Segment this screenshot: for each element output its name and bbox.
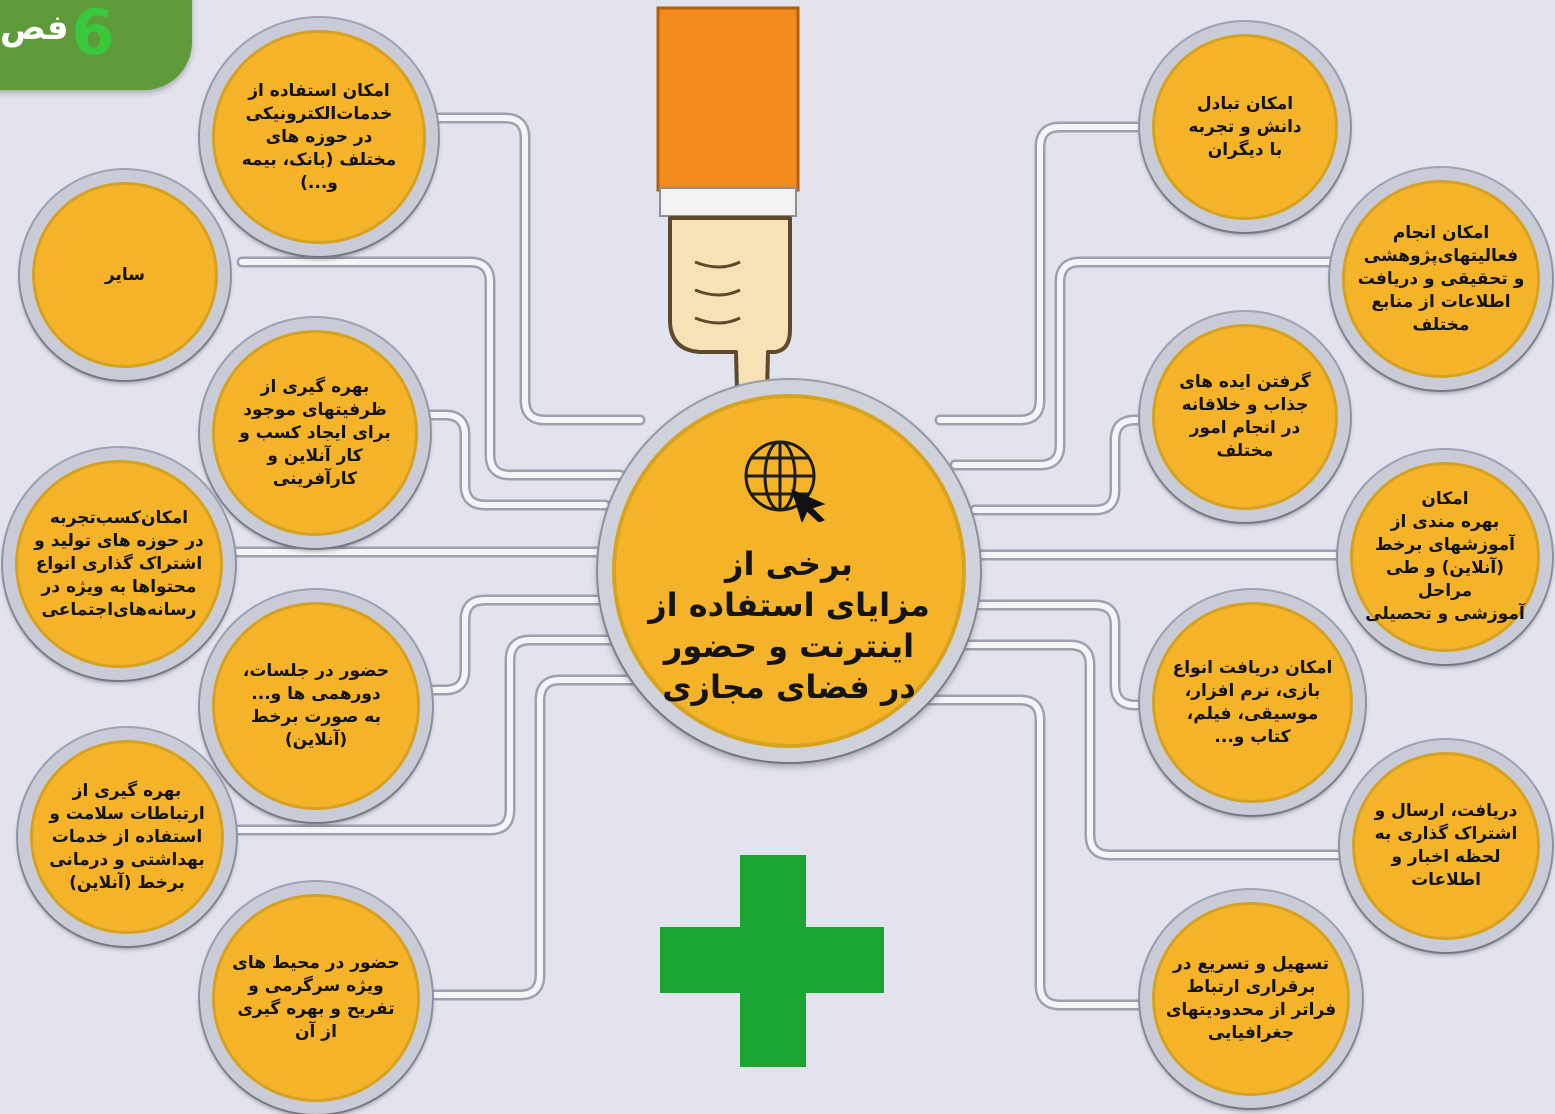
benefit-label: امکان بهره مندی از آموزشهای برخط (آنلاین… <box>1365 489 1525 624</box>
benefit-node-health-services: بهره گیری از ارتباطات سلامت و استفاده از… <box>18 728 236 946</box>
benefit-label: امکان تبادل دانش و تجربه با دیگران <box>1188 93 1302 160</box>
globe-with-cursor-icon <box>744 440 826 522</box>
center-topic: برخی از مزایای استفاده از اینترنت و حضور… <box>598 380 980 762</box>
benefit-node-e-services: امکان استفاده از خدمات‌الکترونیکی در حوز… <box>200 18 438 256</box>
benefit-node-research: امکان انجام فعالیتهای‌پژوهشی و تحقیقی و … <box>1330 168 1552 390</box>
benefit-label: حضور در جلسات، دورهمی ها و... به صورت بر… <box>242 661 390 750</box>
chapter-tab: 6 فص <box>0 0 192 90</box>
benefit-label: سایر <box>104 264 146 285</box>
benefit-node-online-business: بهره گیری از ظرفیتهای موجود برای ایجاد ک… <box>200 318 430 548</box>
benefit-label: امکان‌کسب‌تجربه در حوزه های تولید و اشتر… <box>34 507 204 620</box>
benefit-label: امکان دریافت انواع بازی، نرم افزار، موسی… <box>1172 657 1333 747</box>
benefit-node-entertainment: حضور در محیط های ویژه سرگرمی و تفریح و ب… <box>200 882 432 1114</box>
benefit-label: امکان انجام فعالیتهای‌پژوهشی و تحقیقی و … <box>1357 222 1525 335</box>
benefit-label: حضور در محیط های ویژه سرگرمی و تفریح و ب… <box>232 953 400 1042</box>
benefit-label: بهره گیری از ظرفیتهای موجود برای ایجاد ک… <box>239 376 391 489</box>
benefit-node-media-download: امکان دریافت انواع بازی، نرم افزار، موسی… <box>1140 590 1365 815</box>
benefit-label: بهره گیری از ارتباطات سلامت و استفاده از… <box>49 780 205 893</box>
center-title: برخی از مزایای استفاده از اینترنت و حضور… <box>648 545 930 706</box>
benefit-node-content-sharing: امکان‌کسب‌تجربه در حوزه های تولید و اشتر… <box>3 448 235 680</box>
chapter-number: 6 <box>71 0 115 69</box>
benefit-node-knowledge-exchange: امکان تبادل دانش و تجربه با دیگران <box>1140 22 1350 232</box>
benefit-node-other: سایر <box>20 170 230 380</box>
benefit-node-news-sharing: دریافت، ارسال و اشتراک گذاری به لحظه اخب… <box>1340 740 1552 952</box>
plus-icon <box>660 855 884 1067</box>
benefit-node-geographic-reach: تسهیل و تسریع در برقراری ارتباط فراتر از… <box>1140 890 1362 1108</box>
benefit-label: امکان استفاده از خدمات‌الکترونیکی در حوز… <box>241 80 397 193</box>
chapter-label: فص <box>0 8 69 48</box>
benefit-label: دریافت، ارسال و اشتراک گذاری به لحظه اخب… <box>1374 801 1518 890</box>
benefit-label: گرفتن ایده های جذاب و خلاقانه در انجام ا… <box>1179 372 1311 461</box>
benefit-node-creative-ideas: گرفتن ایده های جذاب و خلاقانه در انجام ا… <box>1140 312 1350 522</box>
benefit-node-online-education: امکان بهره مندی از آموزشهای برخط (آنلاین… <box>1338 450 1552 664</box>
benefit-node-online-meetings: حضور در جلسات، دورهمی ها و... به صورت بر… <box>200 590 432 822</box>
pointing-hand-icon <box>656 6 800 440</box>
benefit-label: تسهیل و تسریع در برقراری ارتباط فراتر از… <box>1165 954 1337 1043</box>
